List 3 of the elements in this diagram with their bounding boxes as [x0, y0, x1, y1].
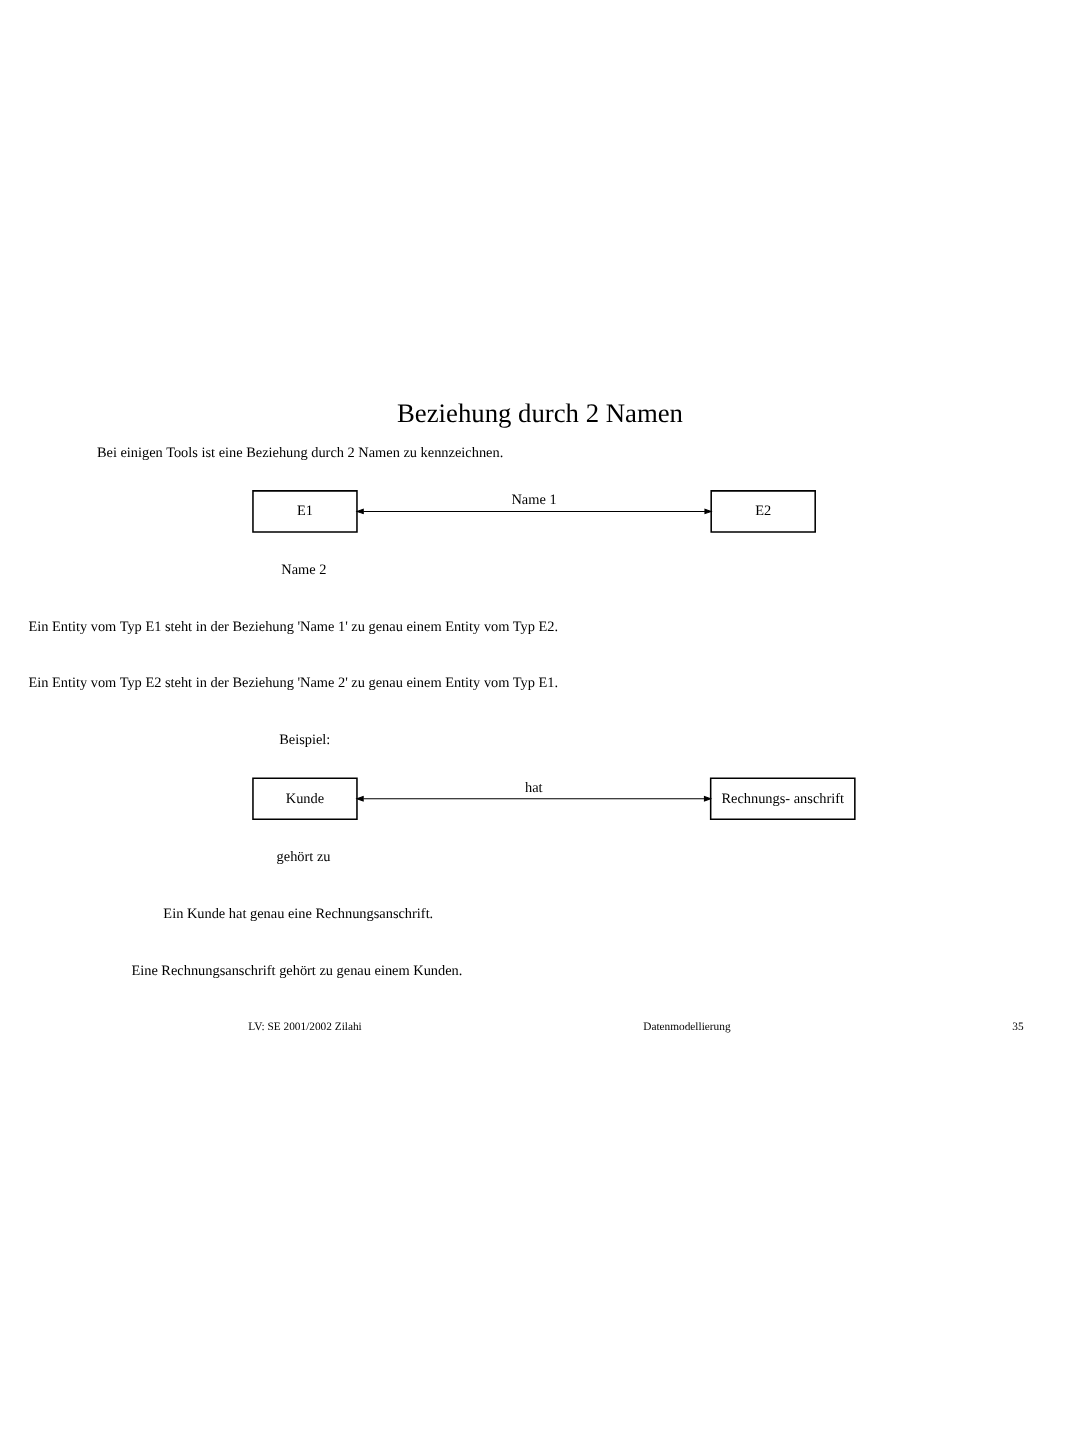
diagram-title: Beziehung durch 2 Namen — [397, 396, 683, 427]
arrow — [355, 794, 713, 801]
arrow — [355, 507, 713, 514]
